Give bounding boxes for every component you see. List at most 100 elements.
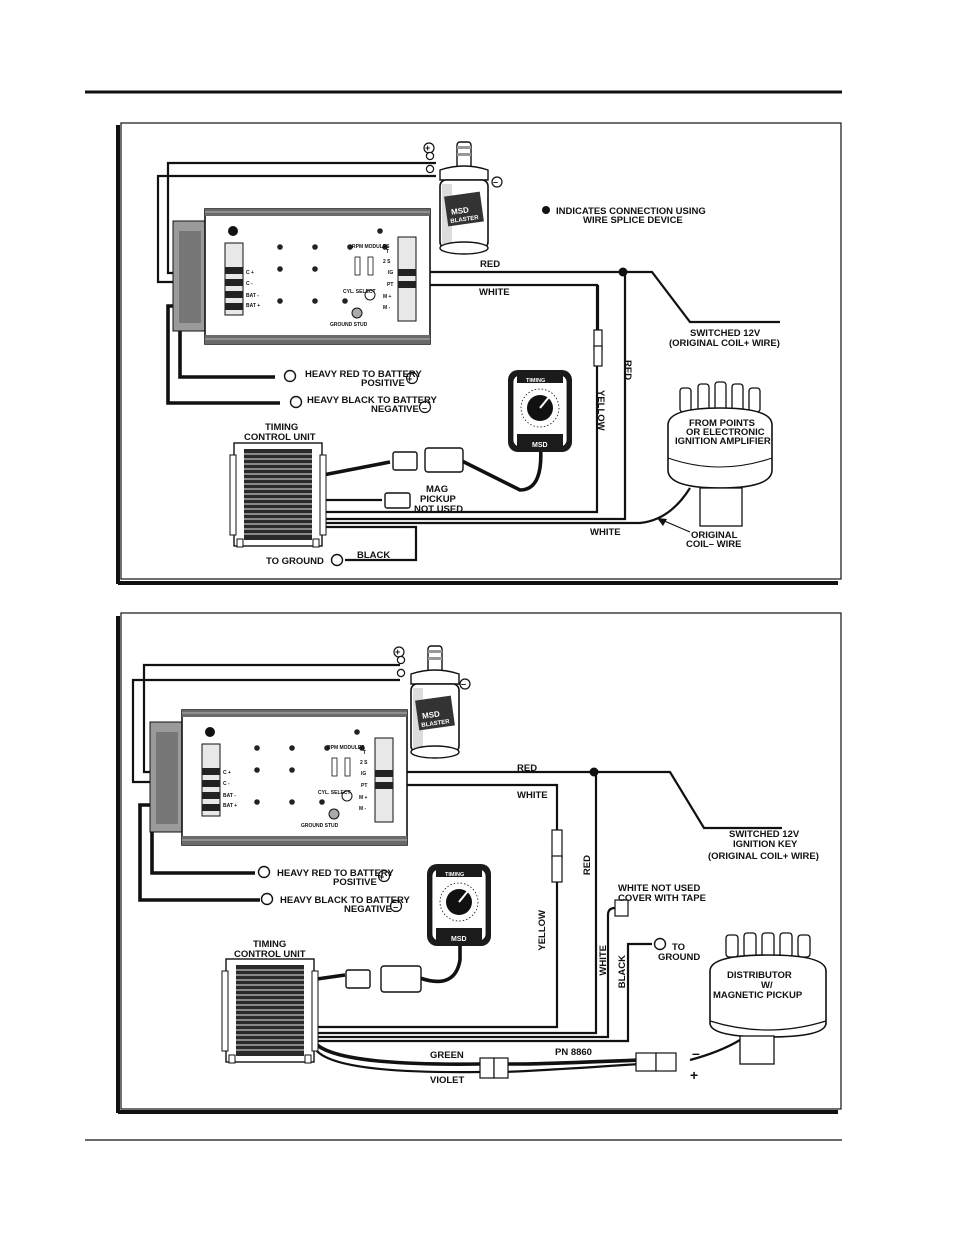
label-from-points: FROM POINTS <box>689 418 755 429</box>
label-timing-unit-sub: CONTROL UNIT <box>244 432 316 443</box>
ground-stud-label: GROUND STUD <box>330 322 368 328</box>
tc-brand: MSD <box>451 936 467 943</box>
label-pn: PN 8860 <box>555 1047 592 1058</box>
label-yellow: YELLOW <box>537 910 548 951</box>
label-white-not-used: WHITE NOT USED <box>618 883 700 894</box>
label-mag-2: PICKUP <box>420 494 457 505</box>
label-heavy-red: HEAVY RED TO BATTERY <box>277 868 394 879</box>
term-label: T <box>363 750 366 756</box>
label-red-vertical: RED <box>622 360 633 380</box>
coil-minus-label: – <box>493 177 498 187</box>
term-label: 2 S <box>360 760 368 766</box>
tc-title: TIMING <box>445 872 464 878</box>
label-distributor-3: MAGNETIC PICKUP <box>713 990 803 1001</box>
coil-model: BLASTER <box>421 719 451 729</box>
label-red-vertical: RED <box>582 855 593 875</box>
term-label: C + <box>223 770 231 776</box>
splice-dot-icon <box>542 206 550 214</box>
label-distributor-2: W/ <box>761 980 773 991</box>
label-timing-unit: TIMING <box>253 939 286 950</box>
ignition-module-2 <box>149 709 408 846</box>
coil-model: BLASTER <box>450 215 480 225</box>
label-violet: VIOLET <box>430 1075 465 1086</box>
label-original: ORIGINAL <box>691 530 738 541</box>
label-heavy-red-sub: POSITIVE <box>333 877 377 888</box>
timing-control-unit-1 <box>229 442 327 548</box>
cyl-select-label: CYL. SELECT <box>318 790 351 796</box>
label-white: WHITE <box>479 287 510 298</box>
legend-text-1: INDICATES CONNECTION USING <box>556 206 706 217</box>
term-label: IG <box>388 270 393 276</box>
term-label: C + <box>246 270 254 276</box>
points-distributor <box>667 381 773 527</box>
term-label: IG <box>361 771 366 777</box>
label-mag-3: NOT USED <box>414 504 463 515</box>
term-label: T <box>386 249 389 255</box>
label-black: BLACK <box>357 550 390 561</box>
term-label: C - <box>223 781 230 787</box>
battery-minus-icon: – <box>422 403 427 413</box>
term-label: PT <box>361 783 367 789</box>
label-white-bottom: WHITE <box>590 527 621 538</box>
coil-number: 2 <box>434 728 440 739</box>
ignition-module-1 <box>172 208 431 345</box>
label-from-points-3: IGNITION AMPLIFIER <box>675 436 771 447</box>
term-label: BAT + <box>223 803 237 809</box>
term-label: M - <box>359 806 367 812</box>
legend-text-2: WIRE SPLICE DEVICE <box>583 215 683 226</box>
label-red: RED <box>517 763 537 774</box>
label-timing-unit-sub: CONTROL UNIT <box>234 949 306 960</box>
label-red: RED <box>480 259 500 270</box>
label-heavy-red: HEAVY RED TO BATTERY <box>305 369 422 380</box>
label-distributor: DISTRIBUTOR <box>727 970 792 981</box>
battery-plus-icon: + <box>379 872 384 882</box>
term-label: 2 S <box>383 259 391 265</box>
label-heavy-black-sub: NEGATIVE <box>344 904 392 915</box>
label-heavy-black: HEAVY BLACK TO BATTERY <box>280 895 411 906</box>
label-switched: SWITCHED 12V <box>690 328 761 339</box>
label-to-ground: TO GROUND <box>266 556 324 567</box>
label-to: TO <box>672 942 685 953</box>
label-switched-2: IGNITION KEY <box>733 839 798 850</box>
label-green: GREEN <box>430 1050 464 1061</box>
coil-minus-label: – <box>461 679 466 689</box>
label-original-2: COIL– WIRE <box>686 539 741 550</box>
label-switched: SWITCHED 12V <box>729 829 800 840</box>
tc-brand: MSD <box>532 442 548 449</box>
ground-stud-label: GROUND STUD <box>301 823 339 829</box>
coil-brand: MSD <box>422 709 441 720</box>
label-heavy-black-sub: NEGATIVE <box>371 404 419 415</box>
rpm-modules-label: RPM MODULES <box>352 244 390 250</box>
tc-title-2: CONTROL <box>442 878 470 884</box>
label-ground: GROUND <box>658 952 700 963</box>
label-heavy-black: HEAVY BLACK TO BATTERY <box>307 395 438 406</box>
label-timing-unit: TIMING <box>265 422 298 433</box>
coil-plus-label: + <box>425 143 430 153</box>
term-label: C - <box>246 281 253 287</box>
pickup-plus-icon: + <box>690 1067 698 1083</box>
label-yellow: YELLOW <box>595 390 606 431</box>
tc-title-2: CONTROL <box>523 384 551 390</box>
label-switched-3: (ORIGINAL COIL+ WIRE) <box>708 851 819 862</box>
coil-brand: MSD <box>451 205 470 216</box>
battery-minus-icon: – <box>393 902 398 912</box>
diagram-1: C + C - BAT - BAT + T 2 S IG PT M + M - … <box>116 122 842 585</box>
pickup-minus-icon: – <box>692 1045 700 1061</box>
coil-plus-label: + <box>395 647 400 657</box>
term-label: BAT - <box>246 293 259 299</box>
term-label: PT <box>387 282 393 288</box>
tc-title: TIMING <box>526 378 545 384</box>
label-mag: MAG <box>426 484 448 495</box>
term-label: BAT + <box>246 303 260 309</box>
coil-number: 2 <box>463 224 469 235</box>
battery-plus-icon: + <box>407 374 412 384</box>
term-label: M + <box>383 294 392 300</box>
label-black-vertical: BLACK <box>617 955 628 988</box>
term-label: BAT - <box>223 793 236 799</box>
term-label: M + <box>359 795 368 801</box>
timing-control-unit-2 <box>221 958 319 1064</box>
rpm-modules-label: RPM MODULES <box>327 745 365 751</box>
label-white-not-used-2: COVER WITH TAPE <box>618 893 706 904</box>
